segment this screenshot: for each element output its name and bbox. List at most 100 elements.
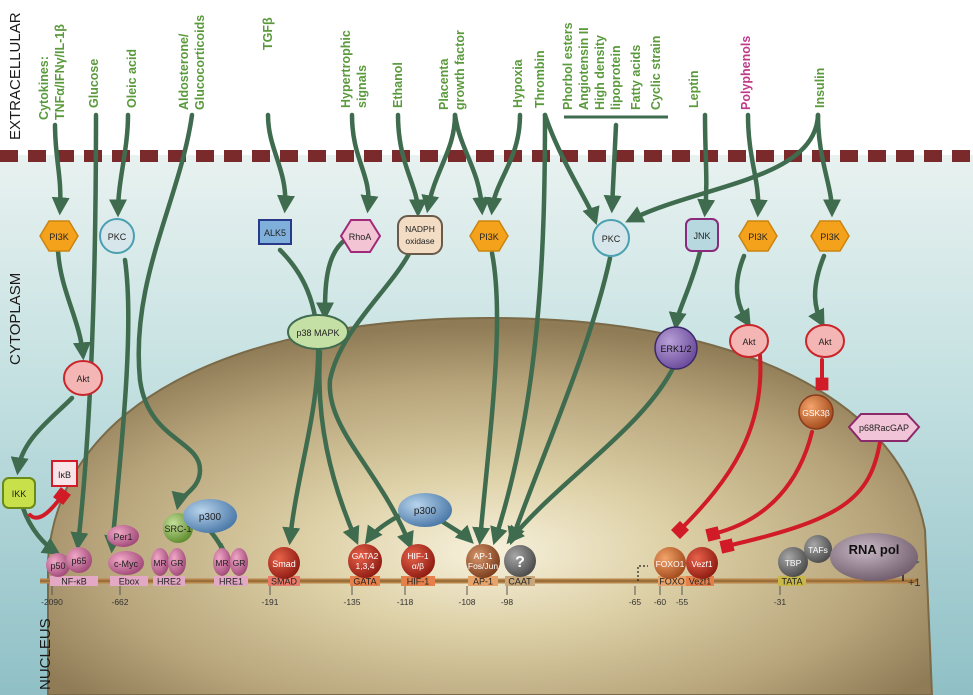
factor-p300-2: p300: [398, 493, 452, 527]
erk-node: ERK1/2: [654, 326, 698, 370]
pi3k-node-4: PI3K: [810, 220, 850, 252]
element-caat: CAAT: [508, 577, 532, 587]
factor-smad-label: Smad: [272, 559, 296, 569]
region-label-cytoplasm: CYTOPLASM: [7, 273, 24, 365]
arrow-insulin-pkc: [625, 112, 821, 223]
arrow-thrombin-pkc: [542, 112, 600, 226]
factor-foxo1: FOXO1: [654, 547, 686, 579]
p38-label: p38 MAPK: [296, 328, 339, 338]
signal-hypertrophic-line1: Hypertrophic: [339, 30, 353, 108]
inhibit-ikk-ikb: [28, 487, 71, 520]
element-hre1: HRE1: [219, 577, 243, 587]
element-nfkb: NF-κB: [61, 577, 87, 587]
factor-hif-label-2: α/β: [412, 561, 424, 571]
signal-tgfb: TGFβ: [261, 17, 275, 50]
element-gata: GATA: [353, 577, 376, 587]
factor-ap1-label-2: Fos/Jun: [468, 561, 499, 571]
element-box-smad: [268, 576, 300, 586]
factor-p300-1: p300: [183, 499, 237, 533]
pos-60: -60: [654, 597, 667, 607]
gsk3b-node: GSK3β: [798, 394, 834, 430]
element-box-gata: [350, 576, 380, 586]
signal-pkc-activator: Angiotensin II: [577, 27, 591, 110]
factor-p50: p50: [46, 553, 70, 577]
p38-mapk-node: p38 MAPK: [287, 314, 349, 350]
arrow-cytokines-pi3k: [51, 122, 70, 216]
erk-label: ERK1/2: [660, 344, 691, 354]
signal-pkc-activator: High density: [593, 35, 607, 110]
arrow-hypoxia-pi3k: [484, 112, 523, 216]
factor-tbp: TBP: [778, 547, 808, 577]
pos-118: -118: [397, 597, 414, 607]
arrow-polyphenols-pi3k: [745, 112, 768, 218]
jnk-node: JNK: [685, 218, 719, 252]
pkc-node-1: PKC: [99, 218, 135, 254]
arrow-jnk-erk: [668, 249, 703, 331]
signal-insulin: Insulin: [813, 68, 827, 108]
pos-191: -191: [261, 597, 278, 607]
element-ap1: AP-1: [473, 577, 493, 587]
arrow-hyper-rhoa: [349, 112, 379, 214]
rna-polymerase: RNA pol: [830, 533, 918, 581]
factor-p300-2-label: p300: [414, 506, 437, 517]
factor-src1-label: SRC-1: [164, 524, 191, 534]
signal-cytokines-line2: TNFα/IFNγ/IL-1β: [53, 24, 67, 120]
factor-mr-gr-1: MR GR: [151, 548, 186, 576]
arrow-oleic-pkc: [109, 112, 131, 218]
signal-ethanol: Ethanol: [391, 62, 405, 108]
signal-glucose: Glucose: [87, 59, 101, 108]
jnk-label: JNK: [693, 231, 710, 241]
region-label-extracellular: EXTRACELLULAR: [7, 12, 24, 140]
pi3k-node-1: PI3K: [39, 220, 79, 252]
pos-108: -108: [458, 597, 475, 607]
nadph-label-2: oxidase: [405, 236, 435, 246]
element-box-hif: [401, 576, 435, 586]
p68racgap-node: p68RacGAP: [847, 413, 921, 442]
akt-node-2: Akt: [729, 324, 769, 358]
arrow-p38-gata: [317, 349, 360, 545]
factor-per1: Per1: [107, 525, 139, 547]
signal-glucocorticoids: Glucocorticoids: [193, 15, 207, 110]
arrow-pkc-cmyc: [104, 257, 131, 554]
factor-ap1: AP-1 Fos/Jun: [466, 544, 500, 578]
factor-tbp-label: TBP: [785, 558, 802, 568]
ikk-label: IKK: [12, 489, 27, 499]
p68-label: p68RacGAP: [859, 423, 909, 433]
arrow-pi3k-akt-2: [733, 253, 751, 328]
akt-label-1: Akt: [76, 374, 90, 384]
arrow-akt-ikk: [10, 395, 75, 476]
arrow-nadph-hif: [327, 249, 414, 551]
factor-vezf1: Vezf1: [686, 547, 718, 579]
arrow-placenta-pi3k: [452, 112, 491, 216]
arrow-insulin-pi3k: [815, 112, 841, 218]
factor-gr-2-label: GR: [233, 558, 246, 568]
element-box-hre2: [153, 576, 185, 586]
signal-placenta-line2: growth factor: [453, 30, 467, 110]
element-box-nfkb: [50, 576, 98, 586]
rhoa-node: RhoA: [339, 219, 382, 253]
arrow-aldosterone-mr: [136, 112, 203, 511]
signal-cytokines-line1: Cytokines:: [37, 56, 51, 120]
signal-oleic-acid: Oleic acid: [125, 49, 139, 108]
element-hif: HIF-1: [407, 577, 430, 587]
extracellular-region: [0, 0, 973, 155]
factor-gata-label-1: GATA2: [352, 551, 379, 561]
signal-thrombin: Thrombin: [533, 50, 547, 108]
inhibit-akt-foxo1: [670, 353, 763, 540]
arrow-pi3k-akt: [55, 247, 91, 361]
factor-tafs-label: TAFs: [808, 545, 828, 555]
nadph-label-1: NADPH: [405, 224, 435, 234]
arrow-tgfb-alk5: [265, 112, 295, 214]
factor-unknown: ?: [504, 545, 536, 577]
pkc-label-2: PKC: [602, 234, 621, 244]
factor-hif: HIF-1 α/β: [401, 544, 435, 578]
signal-aldosterone: Aldosterone/: [177, 33, 191, 110]
element-smad: SMAD: [271, 577, 298, 587]
pos-98: -98: [501, 597, 514, 607]
signal-pkc-activator: Fatty acids: [629, 45, 643, 110]
element-box-vezf: [686, 576, 714, 586]
element-box-tata: [778, 576, 806, 586]
signal-pkc-activator: lipoprotein: [609, 45, 623, 110]
